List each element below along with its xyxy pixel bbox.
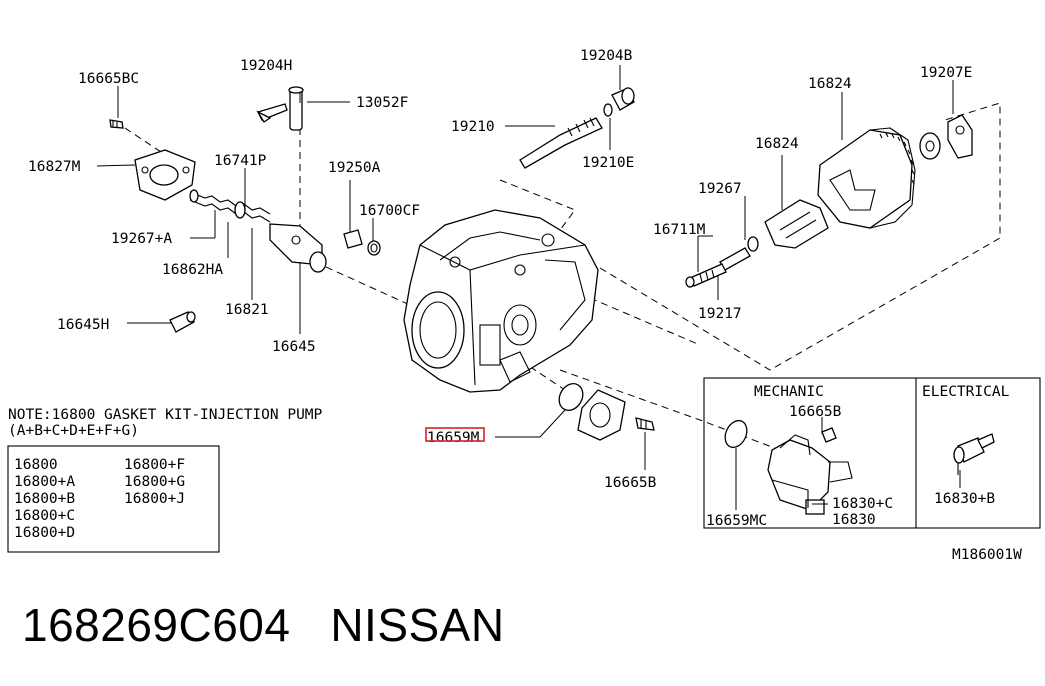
label-16824-lever[interactable]: 16824 [755, 136, 799, 152]
label-19210[interactable]: 19210 [451, 119, 495, 135]
part-spring-assembly-16741p[interactable] [189, 189, 327, 273]
part-caption: 168269C604 NISSAN [22, 598, 505, 652]
inset-title-mechanic: MECHANIC [754, 384, 824, 400]
label-16665b[interactable]: 16665B [604, 475, 657, 491]
part-bolt-19250a[interactable] [343, 229, 381, 256]
label-16645[interactable]: 16645 [272, 339, 316, 355]
label-19207e[interactable]: 19207E [920, 65, 972, 81]
part-number: 168269C604 [22, 599, 291, 651]
part-lever-16824[interactable] [764, 199, 829, 249]
variant-inset: MECHANIC ELECTRICAL 16665B 16830+C 16830… [703, 377, 1041, 529]
label-13052f[interactable]: 13052F [356, 95, 408, 111]
label-16700cf[interactable]: 16700CF [359, 203, 420, 219]
part-o-ring-16659m[interactable] [554, 379, 587, 414]
brand-name: NISSAN [330, 599, 505, 651]
label-19267[interactable]: 19267 [698, 181, 742, 197]
part-electrical-solenoid-16830b[interactable] [953, 433, 995, 475]
kit-code[interactable]: 16800+F [124, 457, 185, 473]
kit-code[interactable]: 16800+D [14, 525, 75, 541]
label-16830-c[interactable]: 16830+C [832, 496, 893, 512]
part-gear-16824[interactable] [817, 127, 916, 229]
part-mechanical-valve-16830[interactable] [721, 417, 853, 515]
label-19250a[interactable]: 19250A [328, 160, 381, 176]
label-19210e[interactable]: 19210E [582, 155, 634, 171]
label-19204h[interactable]: 19204H [240, 58, 292, 74]
label-16821[interactable]: 16821 [225, 302, 269, 318]
leader-lines [96, 65, 954, 470]
part-labels: 16665BC 19204H 13052F 19204B 16824 19207… [28, 48, 1022, 563]
kit-code[interactable]: 16800+C [14, 508, 75, 524]
kit-code[interactable]: 16800 [14, 457, 58, 473]
inset-frame [703, 377, 1041, 529]
label-16645h[interactable]: 16645H [57, 317, 109, 333]
gasket-kit-note: NOTE:16800 GASKET KIT-INJECTION PUMP (A+… [7, 407, 323, 553]
kit-code[interactable]: 16800+A [14, 474, 75, 490]
label-16862ha[interactable]: 16862HA [162, 262, 223, 278]
inset-title-electrical: ELECTRICAL [922, 384, 1010, 400]
label-16659m[interactable]: 16659M [427, 430, 480, 446]
label-19267-a[interactable]: 19267+A [111, 231, 172, 247]
label-16824-gear[interactable]: 16824 [808, 76, 852, 92]
part-flange-16827m[interactable] [134, 149, 196, 201]
label-16659mc[interactable]: 16659MC [706, 513, 767, 529]
label-16830-b[interactable]: 16830+B [934, 491, 995, 507]
part-pin-19204h[interactable] [256, 86, 304, 131]
part-screw-16665bc[interactable] [109, 119, 124, 129]
kit-table-frame [7, 445, 220, 553]
label-16830[interactable]: 16830 [832, 512, 876, 528]
diagram-reference-code: M186001W [952, 547, 1022, 563]
part-screw-16665b[interactable] [635, 417, 655, 431]
part-fitting-19210[interactable] [519, 87, 635, 169]
kit-code[interactable]: 16800+J [124, 491, 185, 507]
kit-code[interactable]: 16800+B [14, 491, 75, 507]
label-16665b-inset[interactable]: 16665B [789, 404, 842, 420]
part-washer-19207e[interactable] [919, 114, 973, 160]
part-cover-plate[interactable] [577, 389, 626, 441]
label-16741p[interactable]: 16741P [214, 153, 267, 169]
part-shaft-19267[interactable] [685, 236, 759, 288]
label-19217[interactable]: 19217 [698, 306, 742, 322]
part-screw-16645h[interactable] [169, 311, 196, 333]
label-16665bc[interactable]: 16665BC [78, 71, 139, 87]
highlight-box-16659m [425, 427, 485, 442]
label-19204b[interactable]: 19204B [580, 48, 633, 64]
kit-code[interactable]: 16800+G [124, 474, 185, 490]
note-line-2: (A+B+C+D+E+F+G) [8, 423, 139, 439]
note-line-1: NOTE:16800 GASKET KIT-INJECTION PUMP [8, 407, 323, 423]
label-16827m[interactable]: 16827M [28, 159, 81, 175]
label-16711m[interactable]: 16711M [653, 222, 706, 238]
part-pump-body[interactable] [403, 209, 599, 393]
